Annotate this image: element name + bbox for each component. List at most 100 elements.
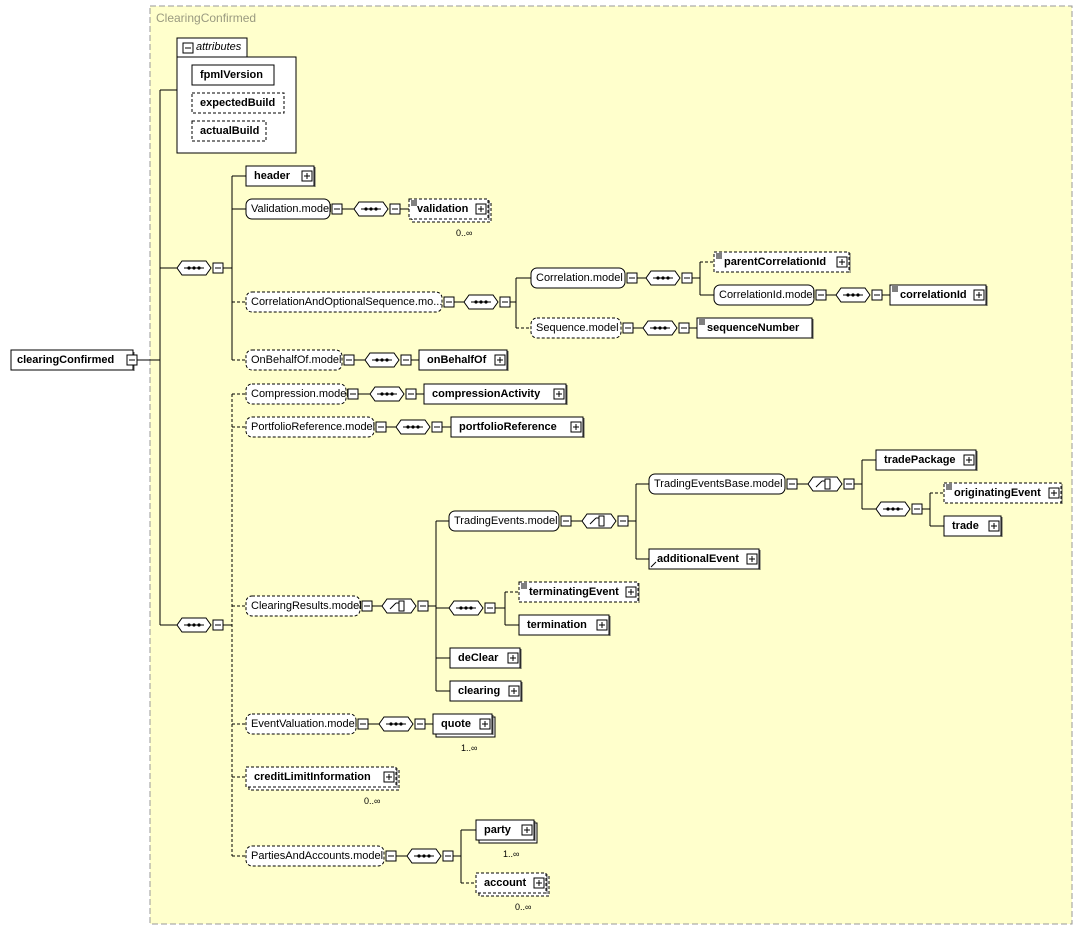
trading-events-base-model-box <box>648 473 786 495</box>
sequence-dot <box>459 606 463 610</box>
corr-opt-seq-model-box <box>245 291 443 313</box>
attribute-actualBuild: actualBuild <box>200 125 260 137</box>
corr-opt-seq-model: CorrelationAndOptionalSequence.mo... <box>251 296 443 308</box>
sequence-dot <box>846 293 850 297</box>
sequence-dot <box>192 623 196 627</box>
parent-correlation-id-element-box <box>713 251 850 273</box>
sequence-dot <box>389 722 393 726</box>
attribute-box <box>191 92 285 114</box>
compression-model: Compression.model <box>251 388 349 400</box>
portfolio-reference-element: portfolioReference <box>459 421 557 433</box>
header-element-box <box>245 165 315 187</box>
sequence-dot <box>192 266 196 270</box>
validation-model-box <box>245 198 331 220</box>
account-element-box <box>475 872 547 894</box>
attribute-expectedBuild: expectedBuild <box>200 97 276 109</box>
quote-element: quote <box>441 718 471 730</box>
sequence-dot <box>661 276 665 280</box>
clearing-element: clearing <box>458 685 501 697</box>
trading-events-base-model: TradingEventsBase.model <box>654 478 783 490</box>
correlation-model-box <box>530 267 626 289</box>
sequence-dot <box>658 326 662 330</box>
sequence-dot <box>886 507 890 511</box>
sequence-dot <box>364 207 368 211</box>
choice-bracket <box>824 478 831 490</box>
sequence-dot <box>422 854 426 858</box>
validation-element: validation <box>417 203 469 215</box>
sequence-dot <box>385 358 389 362</box>
parent-correlation-id-element: parentCorrelationId <box>724 256 827 268</box>
trade-package-element: tradePackage <box>884 454 956 466</box>
reference-arrow-icon <box>650 561 657 568</box>
clearing-results-model-box <box>245 595 361 617</box>
sequence-dot <box>474 300 478 304</box>
sequence-dot <box>406 425 410 429</box>
sequence-dot <box>856 293 860 297</box>
correlation-id-model: CorrelationId.model <box>719 289 815 301</box>
termination-element-box <box>518 614 610 636</box>
attribute-box <box>191 64 275 86</box>
compression-activity-element-box <box>423 383 567 405</box>
sequence-dot <box>411 425 415 429</box>
sequence-dot <box>469 606 473 610</box>
sequence-model-box <box>530 317 622 339</box>
sequence-dot <box>484 300 488 304</box>
group-title: ClearingConfirmed <box>156 11 257 25</box>
sequence-dot <box>380 392 384 396</box>
event-valuation-model-box <box>245 713 357 735</box>
attribute-fpmlVersion: fpmlVersion <box>200 69 263 81</box>
credit-limit-information-element-box <box>245 766 397 788</box>
sequence-dot <box>385 392 389 396</box>
compression-model-box <box>245 383 347 405</box>
de-clear-element-box <box>449 647 521 669</box>
choice-bracket <box>598 515 605 527</box>
sequence-dot <box>416 425 420 429</box>
sequence-dot <box>479 300 483 304</box>
quote-cardinality: 1..∞ <box>461 743 478 753</box>
on-behalf-of-model: OnBehalfOf.model <box>251 354 342 366</box>
sequence-dot <box>197 266 201 270</box>
attribute-box <box>191 120 267 142</box>
sequence-dot <box>197 623 201 627</box>
sequence-dot <box>380 358 384 362</box>
sequence-dot <box>851 293 855 297</box>
additional-event-element-box <box>648 548 760 570</box>
parties-and-accounts-model-box <box>245 845 385 867</box>
originating-event-element: originatingEvent <box>954 487 1041 499</box>
clearing-results-model: ClearingResults.model <box>251 600 362 612</box>
sequence-dot <box>653 326 657 330</box>
sequence-dot <box>369 207 373 211</box>
sequence-dot <box>656 276 660 280</box>
header-element: header <box>254 170 291 182</box>
originating-event-element-box <box>943 482 1062 504</box>
correlation-id-element-box <box>889 284 987 306</box>
terminating-event-element: terminatingEvent <box>529 586 619 598</box>
sequence-dot <box>187 266 191 270</box>
account-cardinality: 0..∞ <box>515 902 532 912</box>
party-element-box <box>475 819 535 841</box>
sequence-dot <box>891 507 895 511</box>
sequence-dot <box>417 854 421 858</box>
sequence-dot <box>666 276 670 280</box>
choice-switch <box>389 602 397 610</box>
event-valuation-model: EventValuation.model <box>251 718 358 730</box>
sequence-number-element: sequenceNumber <box>707 322 800 334</box>
sequence-dot <box>374 207 378 211</box>
additional-event-element: additionalEvent <box>657 553 739 565</box>
choice-switch <box>815 480 823 488</box>
trading-events-model: TradingEvents.model <box>454 515 558 527</box>
sequence-dot <box>394 722 398 726</box>
choice-bracket <box>398 600 405 612</box>
attributes-header <box>176 37 248 58</box>
party-element: party <box>484 824 511 836</box>
attributes-title: attributes <box>196 41 242 53</box>
on-behalf-of-element-box <box>418 349 508 371</box>
sequence-dot <box>896 507 900 511</box>
trade-element: trade <box>952 520 979 532</box>
sequence-dot <box>390 392 394 396</box>
portfolio-reference-element-box <box>450 416 584 438</box>
sequence-dot <box>399 722 403 726</box>
sequence-number-element-box <box>696 317 813 339</box>
